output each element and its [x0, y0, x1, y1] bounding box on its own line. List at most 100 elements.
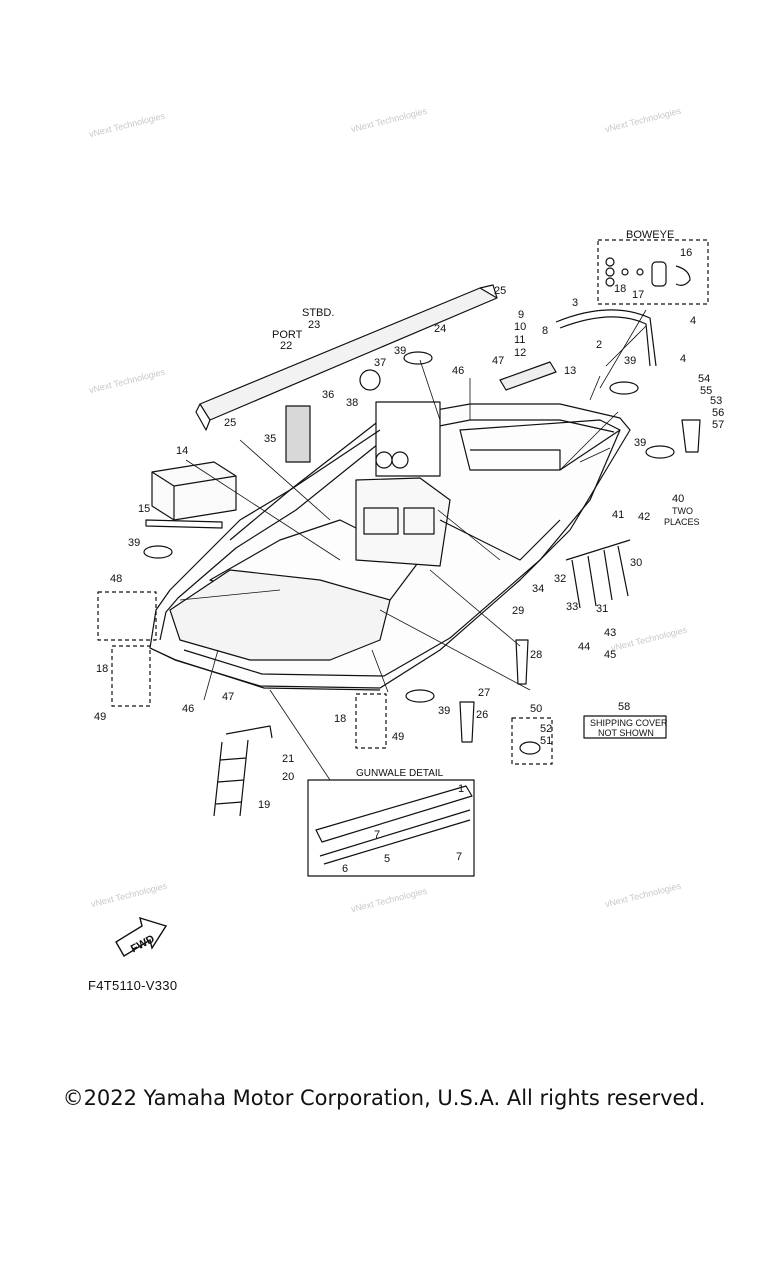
part-label-55: 55	[700, 385, 712, 397]
part-label-43: 43	[604, 627, 616, 639]
box-49-left	[111, 645, 151, 707]
part-label-27: 27	[478, 687, 490, 699]
part-label-39e: 39	[438, 705, 450, 717]
part-label-18b: 18	[96, 663, 108, 675]
panel-35	[285, 405, 311, 463]
cleats	[143, 351, 675, 703]
part-label-40: 40	[672, 493, 684, 505]
part-label-39b: 39	[624, 355, 636, 367]
part-label-9: 9	[518, 309, 524, 321]
part-label-25: 25	[494, 285, 506, 297]
part-label-58: 58	[618, 701, 630, 713]
cooler	[151, 461, 237, 521]
part-label-4: 4	[690, 315, 696, 327]
gunwale-detail-label: GUNWALE DETAIL	[356, 768, 444, 779]
hull	[149, 401, 631, 691]
part-label-28: 28	[530, 649, 542, 661]
shipping-cover-label-2: NOT SHOWN	[598, 728, 654, 738]
part-label-13: 13	[564, 365, 576, 377]
part-37	[359, 369, 381, 391]
rod-holders	[565, 539, 631, 609]
part-label-25b: 25	[224, 417, 236, 429]
part-label-48: 48	[110, 573, 122, 585]
part-label-19: 19	[258, 799, 270, 811]
part-label-44: 44	[578, 641, 590, 653]
boweye-parts	[605, 257, 691, 287]
part-label-45: 45	[604, 649, 616, 661]
part-label-56: 56	[712, 407, 724, 419]
part-label-51: 51	[540, 735, 552, 747]
box-49-right	[355, 693, 387, 749]
part-label-47b: 47	[222, 691, 234, 703]
part-label-50: 50	[530, 703, 542, 715]
shipping-cover-label: SHIPPING COVER	[590, 718, 668, 728]
part-label-54: 54	[698, 373, 710, 385]
part-label-17: 17	[632, 289, 644, 301]
part-label-49a: 49	[94, 711, 106, 723]
part-13	[499, 361, 557, 391]
part-label-35: 35	[264, 433, 276, 445]
part-label-38: 38	[346, 397, 358, 409]
drawing-code: F4T5110-V330	[88, 978, 178, 993]
part-label-30: 30	[630, 557, 642, 569]
boweye-label: BOWEYE	[626, 229, 674, 241]
part-label-8: 8	[542, 325, 548, 337]
part-label-6: 6	[342, 863, 348, 875]
shipping-cover-box	[583, 715, 667, 739]
two-places-label: TWO	[672, 506, 693, 516]
part-label-47a: 47	[492, 355, 504, 367]
part-label-3: 3	[572, 297, 578, 309]
box-48	[97, 591, 157, 641]
part-label-22: 22	[280, 340, 292, 352]
part-label-34: 34	[532, 583, 544, 595]
port-label: PORT	[272, 329, 303, 341]
strip-3	[555, 309, 657, 367]
part-label-42: 42	[638, 511, 650, 523]
part-label-23: 23	[308, 319, 320, 331]
part-label-46a: 46	[452, 365, 464, 377]
part-26	[459, 701, 475, 743]
gunwale-detail-box	[307, 779, 475, 877]
part-label-16: 16	[680, 247, 692, 259]
part-label-12: 12	[514, 347, 526, 359]
part-28	[515, 639, 529, 685]
part-label-57: 57	[712, 419, 724, 431]
fwd-arrow-icon: FWD	[115, 916, 168, 957]
part-label-49b: 49	[392, 731, 404, 743]
part-label-26: 26	[476, 709, 488, 721]
part-label-10: 10	[514, 321, 526, 333]
two-places-label-2: PLACES	[664, 517, 700, 527]
part-label-14: 14	[176, 445, 188, 457]
part-label-37: 37	[374, 357, 386, 369]
part-label-39c: 39	[634, 437, 646, 449]
part-label-31: 31	[596, 603, 608, 615]
part-label-32: 32	[554, 573, 566, 585]
part-label-52: 52	[540, 723, 552, 735]
part-label-39a: 39	[394, 345, 406, 357]
part-label-1: 1	[458, 783, 464, 795]
box-51	[511, 717, 553, 765]
part-label-53: 53	[710, 395, 722, 407]
part-label-2: 2	[596, 339, 602, 351]
part-label-7b: 7	[456, 851, 462, 863]
part-label-4b: 4	[680, 353, 686, 365]
gunwale-rail	[195, 284, 498, 431]
part-label-21: 21	[282, 753, 294, 765]
part-label-36: 36	[322, 389, 334, 401]
part-label-24: 24	[434, 323, 446, 335]
part-15-bar	[145, 519, 223, 529]
part-label-5: 5	[384, 853, 390, 865]
part-label-7: 7	[374, 829, 380, 841]
part-label-15: 15	[138, 503, 150, 515]
stbd-label: STBD.	[302, 307, 334, 319]
gunwale-detail-rail	[315, 785, 473, 865]
part-label-39d: 39	[128, 537, 140, 549]
copyright-notice: ©2022 Yamaha Motor Corporation, U.S.A. A…	[62, 1086, 706, 1110]
part-label-33: 33	[566, 601, 578, 613]
part-label-18c: 18	[334, 713, 346, 725]
part-56	[681, 419, 701, 453]
ladder	[213, 725, 273, 817]
part-label-46b: 46	[182, 703, 194, 715]
part-label-18: 18	[614, 283, 626, 295]
